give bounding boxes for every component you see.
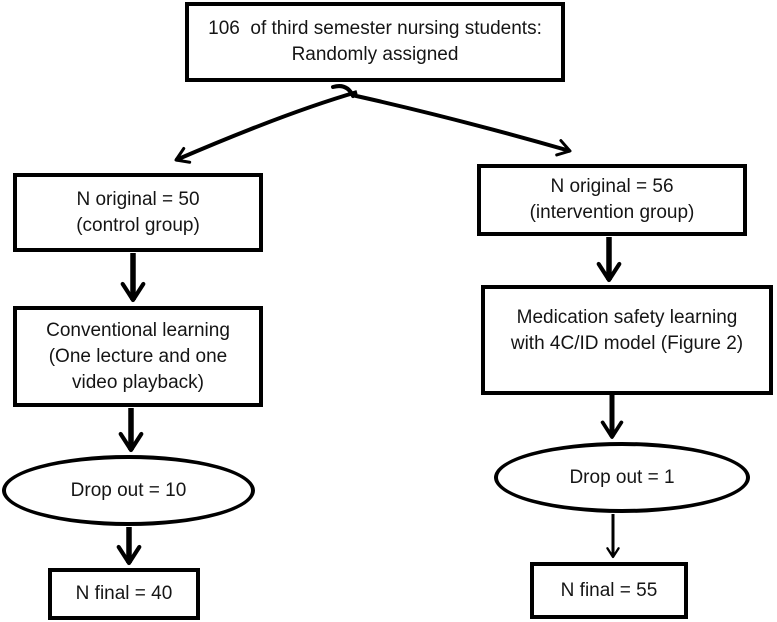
node-text-line: (One lecture and one bbox=[48, 345, 228, 367]
node-text-line: (control group) bbox=[76, 214, 200, 236]
node-text-line: Randomly assigned bbox=[291, 44, 459, 65]
node-control-dropout: Drop out = 10 bbox=[2, 455, 255, 526]
node-intervention-method: Medication safety learning with 4C/ID mo… bbox=[481, 285, 773, 395]
node-text-line: Drop out = 1 bbox=[569, 466, 675, 488]
node-intervention-original: N original = 56 (intervention group) bbox=[477, 164, 747, 236]
node-text-line: N final = 40 bbox=[75, 583, 173, 604]
node-text-line: N original = 56 bbox=[550, 176, 674, 197]
node-text-line: with 4C/ID model (Figure 2) bbox=[510, 333, 744, 354]
node-control-final: N final = 40 bbox=[48, 568, 200, 620]
arrow-split-right bbox=[351, 93, 572, 157]
node-text-line: video playback) bbox=[71, 371, 205, 393]
arrow-split-left bbox=[174, 90, 358, 164]
node-intervention-final: N final = 55 bbox=[530, 562, 688, 619]
node-control-method: Conventional learning (One lecture and o… bbox=[13, 306, 263, 407]
node-intervention-dropout: Drop out = 1 bbox=[494, 442, 750, 513]
node-text-line: Medication safety learning bbox=[516, 307, 738, 328]
node-text-line: (intervention group) bbox=[529, 202, 695, 223]
node-text-line: N original = 50 bbox=[76, 188, 200, 210]
node-text-line: Drop out = 10 bbox=[70, 479, 187, 501]
node-control-original: N original = 50 (control group) bbox=[13, 173, 263, 252]
node-total-students: 106 of third semester nursing students: … bbox=[185, 2, 565, 82]
node-text-line: Conventional learning bbox=[46, 319, 230, 341]
arrow-split-apex-curl bbox=[331, 84, 355, 98]
node-text-line: N final = 55 bbox=[560, 579, 658, 601]
node-text-line: 106 of third semester nursing students: bbox=[208, 18, 542, 39]
